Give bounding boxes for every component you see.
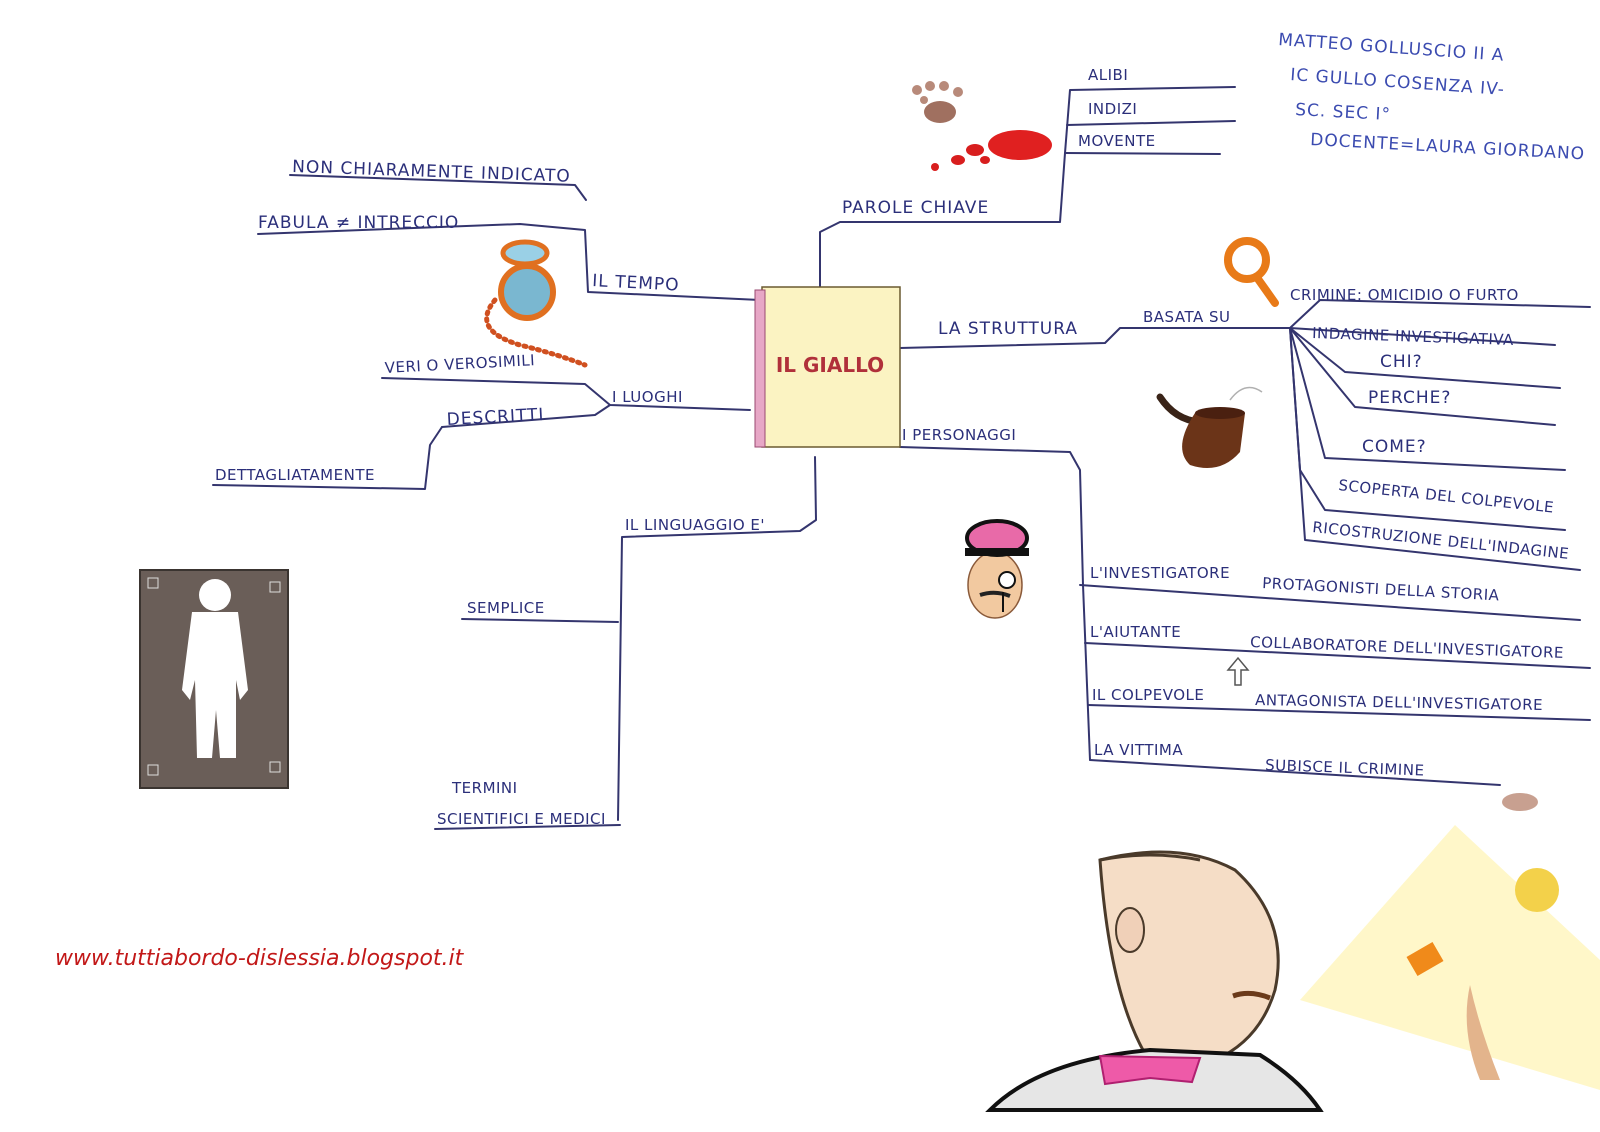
linguaggio-child-3: SCIENTIFICI E MEDICI <box>437 810 606 828</box>
linguaggio-label: IL LINGUAGGIO E' <box>625 516 765 534</box>
linguaggio-child-1: SEMPLICE <box>467 599 545 617</box>
tempo-child-2: FABULA ≠ INTRECCIO <box>258 213 459 233</box>
pocket-watch-icon <box>487 242 585 365</box>
luoghi-child-1: VERI O VEROSIMILI <box>384 351 535 377</box>
personaggi-role-2: L'AIUTANTE <box>1090 623 1181 641</box>
footprint-icon <box>912 81 963 123</box>
struttura-sub: BASATA SU <box>1143 308 1230 326</box>
luoghi-label: I LUOGHI <box>612 388 683 406</box>
pipe-icon <box>1160 388 1262 469</box>
struttura-child-1: CRIMINE: OMICIDIO O FURTO <box>1290 286 1519 304</box>
struttura-child-5: COME? <box>1362 437 1427 457</box>
parole-label: PAROLE CHIAVE <box>842 198 989 218</box>
personaggi-desc-4: SUBISCE IL CRIMINE <box>1265 756 1425 780</box>
personaggi-role-1: L'INVESTIGATORE <box>1090 564 1230 582</box>
tempo-child-1: NON CHIARAMENTE INDICATO <box>292 157 571 187</box>
struttura-child-6: SCOPERTA DEL COLPEVOLE <box>1338 476 1555 517</box>
parole-child-3: MOVENTE <box>1078 132 1156 150</box>
book-spine <box>755 290 765 447</box>
detective-portrait-icon <box>990 852 1320 1110</box>
luoghi-child-2: DESCRITTI <box>446 405 545 430</box>
linguaggio-child-2: TERMINI <box>451 779 518 797</box>
magnifying-glass-icon <box>1228 241 1275 303</box>
struttura-child-4: PERCHE? <box>1368 388 1451 408</box>
source-url: www.tuttiabordo-dislessia.blogspot.it <box>55 946 465 971</box>
author-school: IC GULLO COSENZA IV- <box>1290 65 1506 100</box>
struttura-label: LA STRUTTURA <box>938 319 1078 339</box>
personaggi-role-4: LA VITTIMA <box>1094 741 1183 759</box>
parole-child-2: INDIZI <box>1088 100 1137 118</box>
author-block: MATTEO GOLLUSCIO II A IC GULLO COSENZA I… <box>1278 30 1586 164</box>
struttura-child-7: RICOSTRUZIONE DELL'INDAGINE <box>1312 518 1570 563</box>
center-title: IL GIALLO <box>776 353 884 377</box>
parole-child-1: ALIBI <box>1088 66 1128 84</box>
struttura-child-2: INDAGINE INVESTIGATIVA <box>1312 324 1515 349</box>
central-book: IL GIALLO <box>755 287 900 447</box>
detective-face-icon <box>965 521 1029 618</box>
personaggi-label: I PERSONAGGI <box>902 426 1016 444</box>
blood-drops-icon <box>931 130 1052 171</box>
flashlight-icon <box>1300 793 1600 1090</box>
body-outline-icon <box>140 570 288 788</box>
personaggi-role-3: IL COLPEVOLE <box>1092 686 1204 704</box>
author-teacher: DOCENTE=LAURA GIORDANO <box>1310 130 1586 164</box>
struttura-child-3: CHI? <box>1380 352 1423 372</box>
author-school-sec: SC. SEC I° <box>1295 100 1392 125</box>
arrow-icon <box>1228 658 1248 685</box>
personaggi-desc-2: COLLABORATORE DELL'INVESTIGATORE <box>1250 633 1564 662</box>
luoghi-child-3: DETTAGLIATAMENTE <box>215 466 375 484</box>
author-name: MATTEO GOLLUSCIO II A <box>1278 30 1505 66</box>
